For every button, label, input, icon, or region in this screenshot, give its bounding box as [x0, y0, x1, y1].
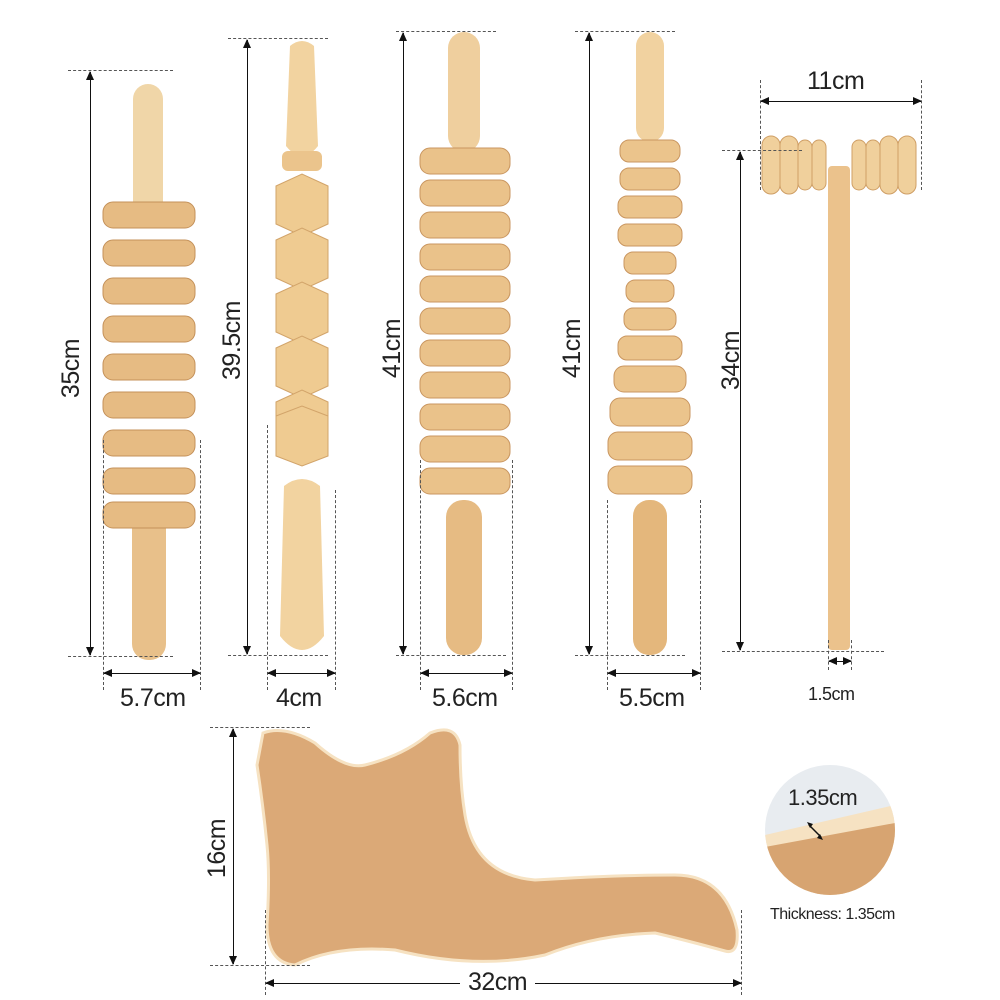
thickness-cross-section — [765, 805, 895, 895]
dimension-guide — [228, 38, 328, 39]
dimension-guide — [210, 965, 310, 966]
width-label: 5.5cm — [619, 684, 685, 712]
dimension-guide — [200, 440, 201, 690]
width-label: 32cm — [460, 968, 536, 997]
product-gua-sha-scraper-board — [255, 725, 755, 970]
thickness-detail-inset — [765, 765, 895, 895]
dimension-guide — [396, 655, 506, 656]
product-t-shaped-face-roller — [760, 135, 920, 656]
dimension-guide — [210, 727, 310, 728]
length-arrow — [736, 151, 744, 651]
dimension-guide — [700, 500, 701, 690]
product-gear-roller-stick — [95, 70, 205, 670]
dimension-guide — [722, 651, 884, 652]
dimension-guide — [722, 150, 802, 151]
height-label: 16cm — [203, 818, 232, 879]
width-arrow — [267, 669, 336, 677]
length-arrow — [86, 71, 94, 656]
tapered-gear-roller-illustration — [607, 32, 693, 655]
dimension-guide — [228, 655, 328, 656]
length-label: 34cm — [717, 330, 746, 391]
scraper-board-illustration — [255, 728, 739, 967]
cube-roller-illustration — [275, 41, 329, 650]
head-width-arrow — [760, 97, 922, 105]
dimension-guide — [851, 640, 852, 670]
dimension-guide — [607, 500, 608, 690]
dimension-guide — [267, 425, 268, 690]
dimension-guide — [335, 490, 336, 690]
width-arrow — [420, 669, 513, 677]
thickness-inset-label: 1.35cm — [788, 785, 858, 810]
length-label: 41cm — [378, 318, 407, 379]
length-arrow — [243, 39, 251, 655]
length-arrow — [399, 32, 407, 655]
height-arrow — [229, 728, 237, 965]
dimension-guide — [103, 440, 104, 690]
thickness-caption: Thickness: 1.35cm — [770, 906, 895, 923]
length-label: 39.5cm — [217, 301, 246, 380]
dimension-guide — [68, 70, 173, 71]
dimension-guide — [396, 31, 496, 32]
width-arrow — [607, 669, 701, 677]
handle-width-arrow — [828, 657, 852, 665]
t-roller-illustration — [761, 135, 917, 650]
dimension-guide — [828, 640, 829, 670]
head-width-label: 11cm — [807, 67, 865, 95]
handle-width-label: 1.5cm — [808, 684, 855, 704]
product-gear-roller-stick-large — [410, 30, 520, 660]
length-arrow — [585, 32, 593, 655]
dimension-guide — [760, 80, 761, 190]
dimension-guide — [512, 460, 513, 690]
width-label: 4cm — [276, 684, 322, 712]
dimension-guide — [741, 910, 742, 995]
dimension-guide — [575, 31, 675, 32]
product-tapered-gear-roller-stick — [600, 30, 700, 660]
width-label: 5.6cm — [432, 684, 498, 712]
gear-roller-large-illustration — [419, 32, 511, 655]
length-label: 35cm — [57, 338, 86, 399]
width-label: 5.7cm — [120, 684, 186, 712]
dimension-guide — [265, 910, 266, 995]
dimension-guide — [420, 460, 421, 690]
width-arrow — [103, 669, 201, 677]
dimension-guide — [575, 655, 685, 656]
length-label: 41cm — [558, 318, 587, 379]
dimension-guide — [921, 80, 922, 190]
dimension-guide — [68, 656, 173, 657]
product-cube-roller-stick — [262, 36, 342, 666]
gear-roller-illustration — [102, 84, 196, 660]
